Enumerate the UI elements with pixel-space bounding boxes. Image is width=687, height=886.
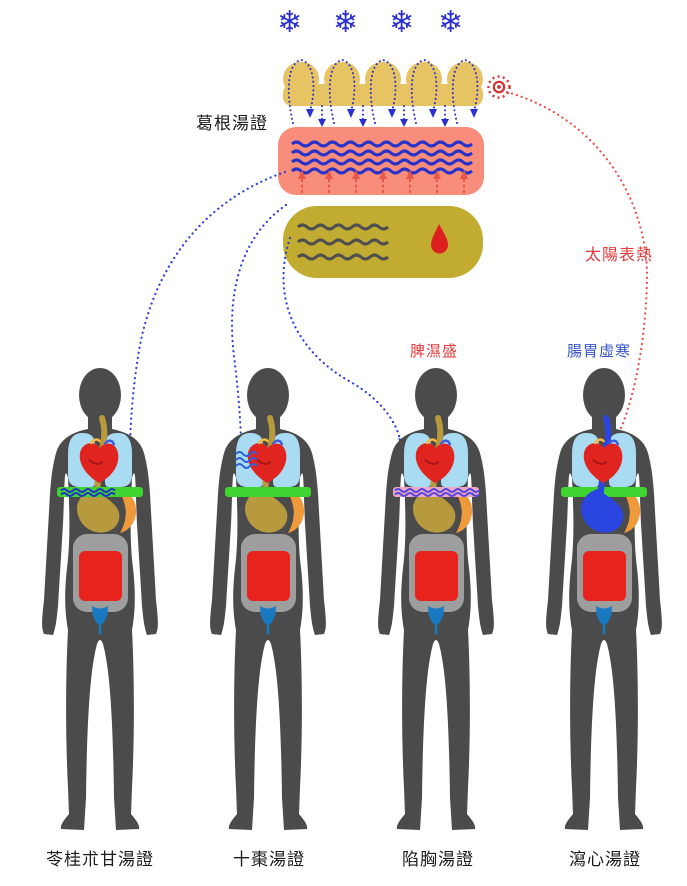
heat-flow-arrow-to-figure-4 bbox=[505, 90, 649, 458]
gi-deficiency-cold-annotation: 腸胃虛寒 bbox=[567, 344, 632, 360]
figure-2 bbox=[210, 368, 326, 830]
flow-arrow-to-figure-1 bbox=[128, 170, 287, 446]
figure-1-syndrome-label: 苓桂朮甘湯證 bbox=[46, 850, 154, 869]
snowflake-icon: ❄ bbox=[438, 5, 464, 40]
gegen-decoction-label: 葛根湯證 bbox=[196, 114, 268, 133]
snowflake-icon: ❄ bbox=[277, 5, 303, 40]
snowflake-icon: ❄ bbox=[333, 5, 359, 40]
figure-4-syndrome-label: 瀉心湯證 bbox=[569, 850, 641, 869]
sun-icon bbox=[487, 75, 511, 99]
figure-2-syndrome-label: 十棗湯證 bbox=[233, 850, 305, 869]
figure-1 bbox=[42, 368, 158, 830]
cold-flow-arrows bbox=[128, 170, 402, 446]
spleen-damp-annotation: 脾濕盛 bbox=[410, 344, 459, 360]
dermis-layer bbox=[278, 127, 484, 195]
skin-layer bbox=[283, 62, 483, 106]
flow-arrow-to-figure-3 bbox=[282, 236, 402, 442]
figure-3-syndrome-label: 陷胸湯證 bbox=[402, 850, 474, 869]
flow-arrow-to-figure-2 bbox=[230, 203, 288, 440]
figure-4 bbox=[546, 368, 662, 830]
snowflake-icon: ❄ bbox=[389, 5, 415, 40]
muscle-layer bbox=[283, 206, 483, 278]
diaphragm-band bbox=[225, 487, 311, 497]
figure-3 bbox=[378, 368, 494, 830]
blood-drop-icon bbox=[431, 224, 448, 254]
taiyang-surface-heat-label: 太陽表熱 bbox=[585, 247, 654, 264]
